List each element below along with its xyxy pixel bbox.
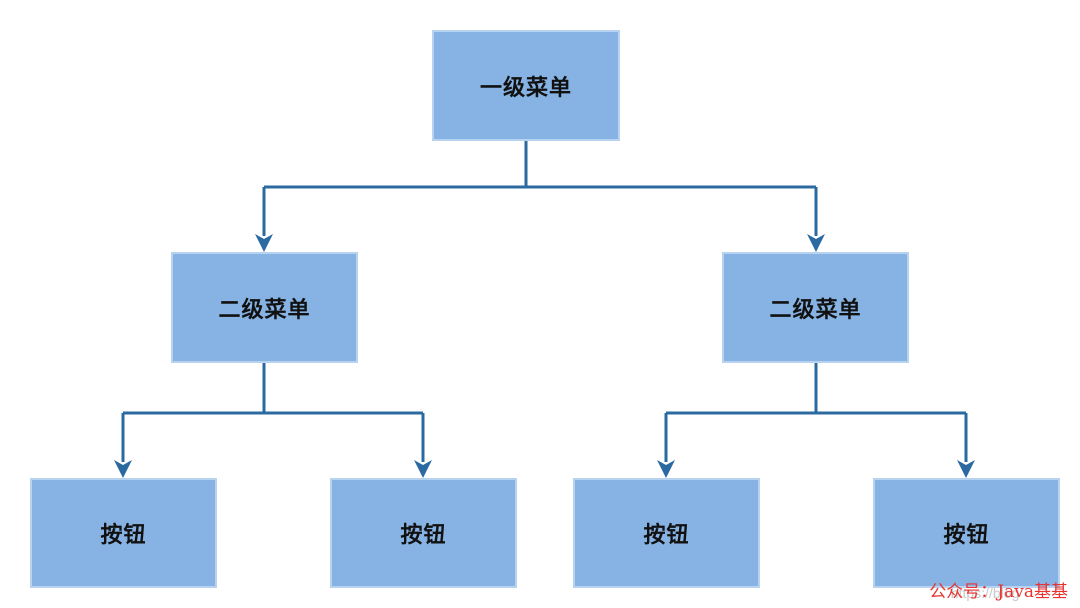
button-node-1: 按钮 [30,478,217,588]
submenu-label-right: 二级菜单 [769,297,862,323]
button-node-label-4: 按钮 [943,523,990,548]
button-node-label-3: 按钮 [643,523,690,548]
root-menu-label: 一级菜单 [479,75,572,101]
arrowhead-b2 [414,460,432,478]
watermark-url: https://blog [950,585,1020,601]
submenu-label-left: 二级菜单 [218,297,311,323]
button-node-3: 按钮 [573,478,760,588]
button-node-2: 按钮 [330,478,517,588]
watermark: https://blog 公众号：Java基基 [929,578,1068,602]
arrowhead-b3 [657,460,675,478]
arrowhead-l2a [255,234,273,252]
watermark-account: 公众号：Java基基 [929,582,1068,602]
arrowhead-l2b [807,234,825,252]
button-node-label-2: 按钮 [400,523,447,548]
submenu-node-right: 二级菜单 [722,252,909,363]
root-menu-node: 一级菜单 [432,30,620,141]
button-node-label-1: 按钮 [100,523,147,548]
button-node-4: 按钮 [873,478,1060,588]
submenu-node-left: 二级菜单 [171,252,358,363]
arrowhead-b4 [957,460,975,478]
arrowhead-b1 [114,460,132,478]
